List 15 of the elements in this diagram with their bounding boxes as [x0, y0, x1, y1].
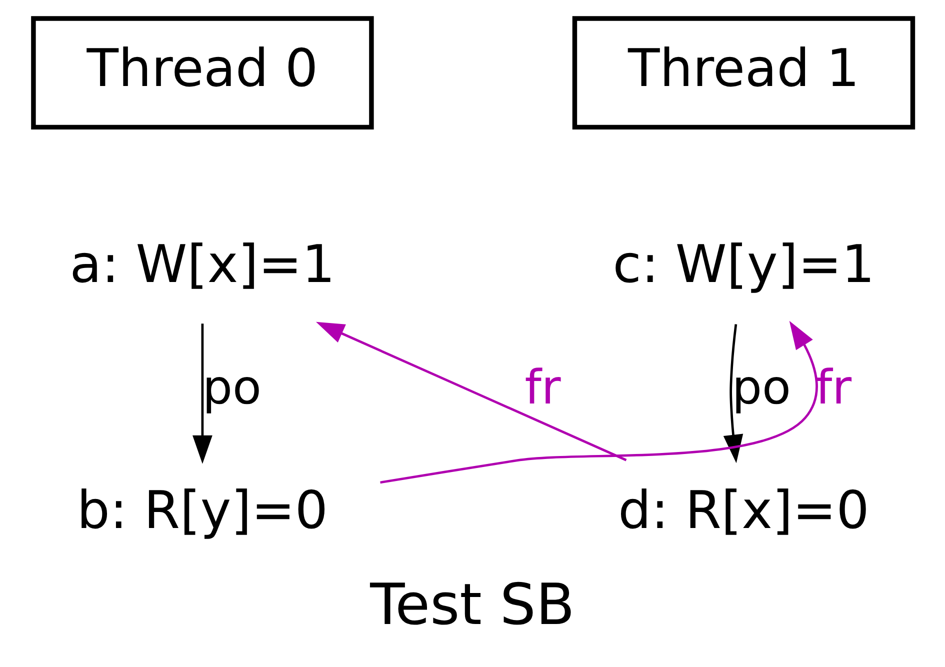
caption: Test SB	[370, 572, 575, 638]
node-text: a: W[x]=1	[70, 234, 336, 295]
arrow	[380, 320, 818, 484]
node-text: b: R[y]=0	[76, 480, 328, 541]
edge-label: fr	[816, 360, 852, 416]
node-box: Thread 0	[31, 16, 374, 130]
node-text: d: R[x]=0	[618, 480, 870, 541]
edge-label: po	[202, 360, 262, 416]
node-text: c: W[y]=1	[612, 234, 875, 295]
node-box: Thread 1	[572, 16, 916, 130]
edge-label: po	[732, 360, 791, 416]
arrow	[192, 323, 212, 464]
arrow	[723, 324, 744, 463]
edge-label: fr	[524, 360, 561, 416]
arrow	[316, 321, 627, 461]
